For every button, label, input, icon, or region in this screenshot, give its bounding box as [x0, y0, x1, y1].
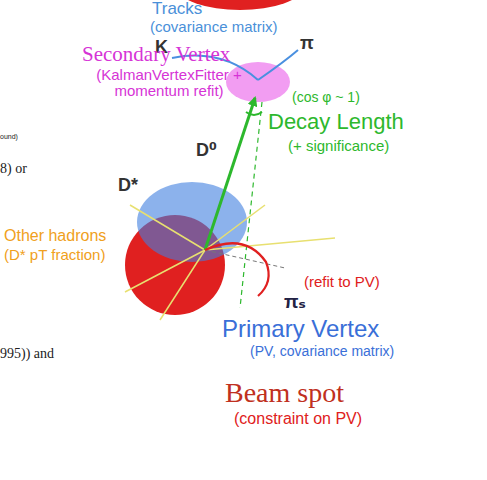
title-label: Secondary Vertex: [82, 43, 230, 65]
cropped-text: 8) or: [0, 162, 27, 177]
particle-label: D⁰: [196, 141, 217, 160]
title-label: Beam spot: [225, 378, 344, 407]
primary-vertex-region: [137, 182, 247, 262]
cropped-text: 995)) and: [0, 347, 54, 362]
title-label: Other hadrons: [4, 228, 106, 245]
cropped-text: ound): [0, 133, 18, 140]
angle-mark: [246, 112, 262, 115]
particle-label: π: [300, 34, 314, 53]
title-label: Tracks: [152, 0, 202, 18]
note-label: (refit to PV): [304, 274, 380, 290]
note-label: (covariance matrix): [150, 19, 278, 35]
note-label: (+ significance): [288, 138, 389, 154]
title-label: Decay Length: [268, 110, 404, 133]
decay-length-arrow: [205, 98, 255, 250]
particle-label: πₛ: [284, 292, 306, 312]
title-label: Primary Vertex: [222, 316, 379, 341]
pion-track: [258, 50, 298, 80]
note-label: (KalmanVertexFitter + momentum refit): [84, 67, 254, 99]
note-label: (PV, covariance matrix): [250, 344, 394, 359]
note-label: (cos φ ~ 1): [292, 90, 360, 105]
soft-pion-track: [205, 243, 269, 296]
note-label: (constraint on PV): [234, 411, 362, 428]
note-label: (D* pT fraction): [4, 247, 105, 263]
particle-label: D*: [118, 176, 138, 195]
hadron-lines: [125, 205, 335, 320]
